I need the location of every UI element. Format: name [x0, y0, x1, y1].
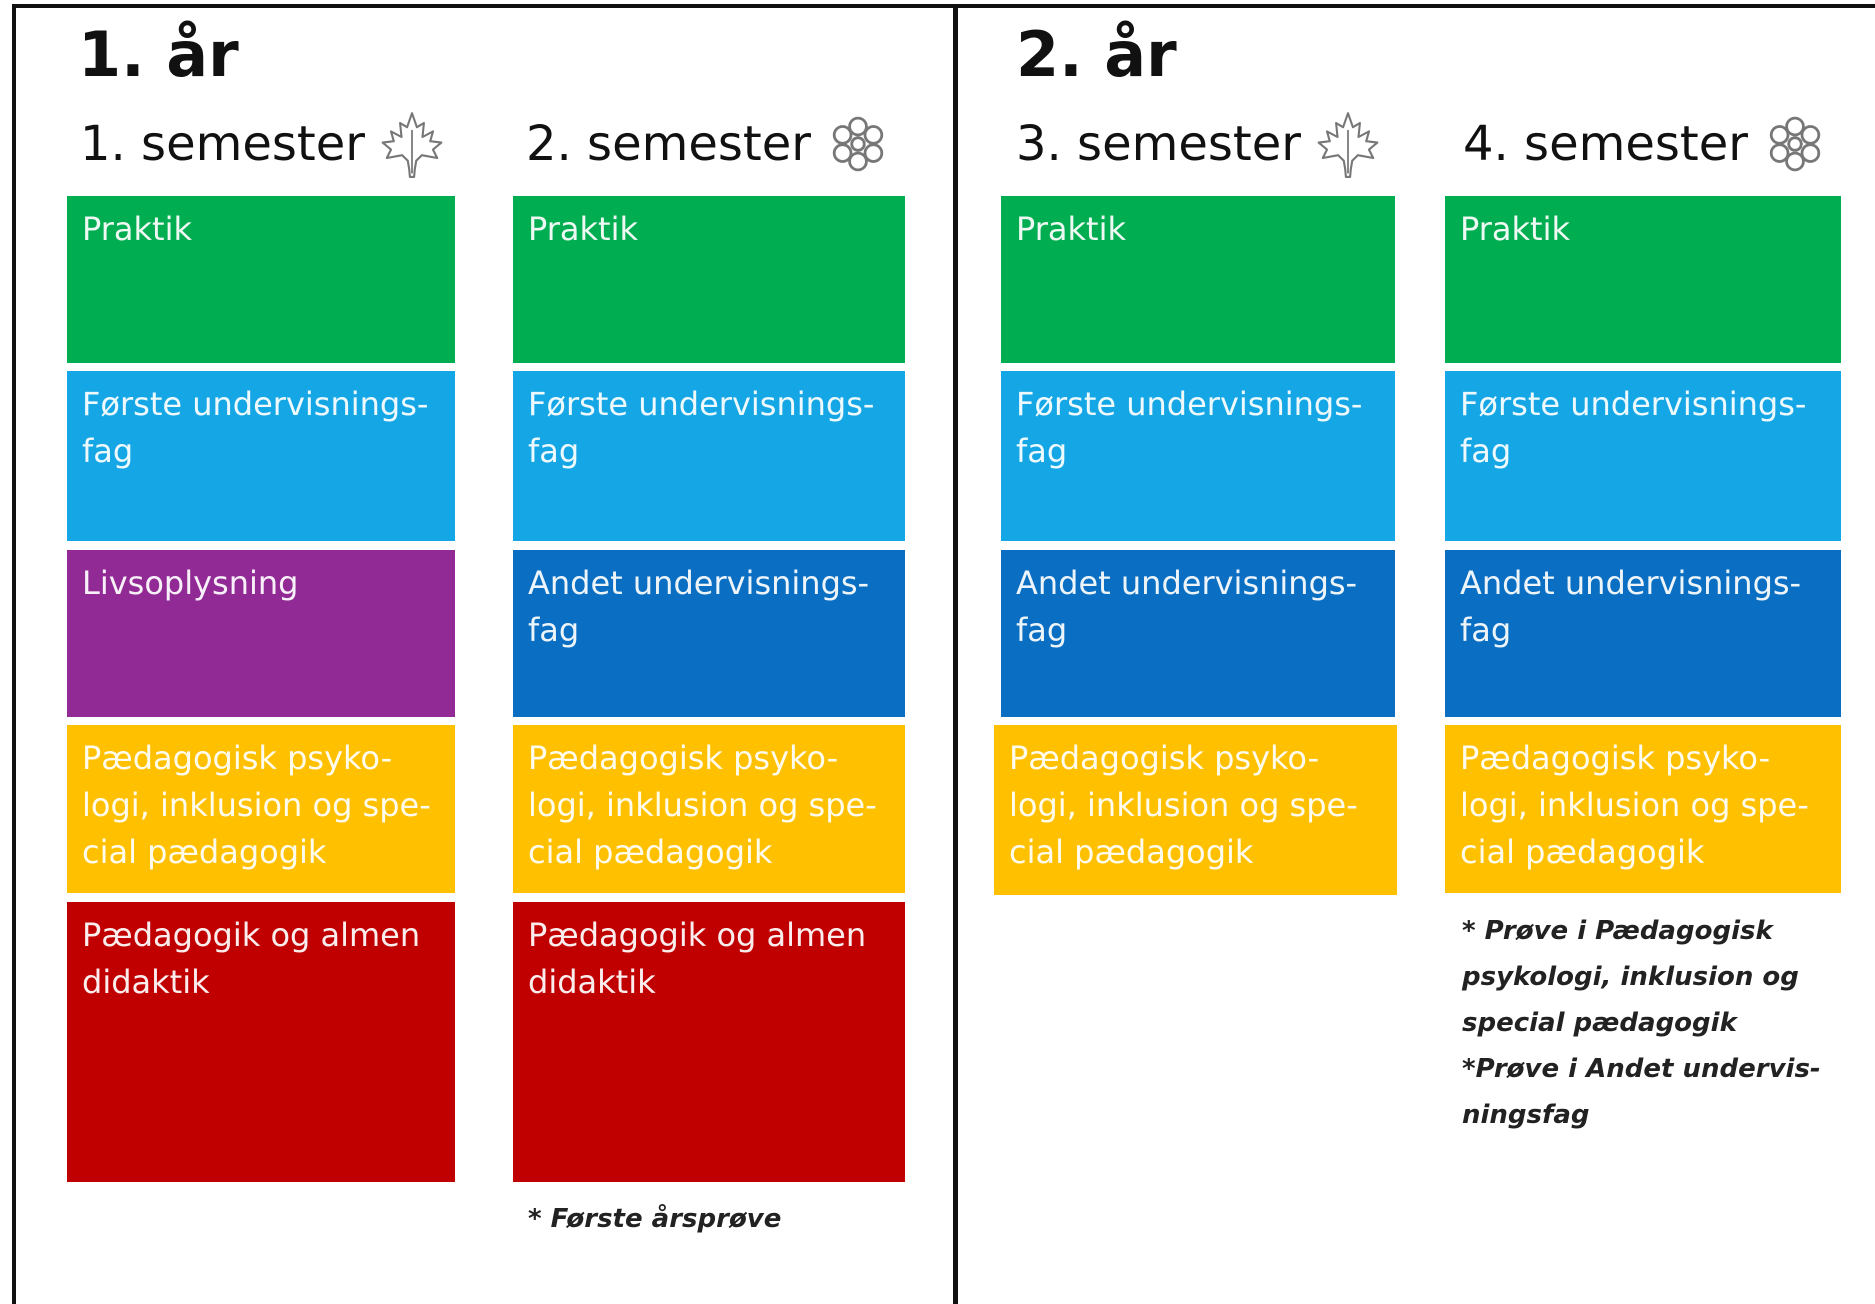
- year-1-title: 1. år: [78, 18, 239, 91]
- snowflake-icon: [1760, 109, 1830, 179]
- block-s1-paedagogisk-psykologi: Pædagogisk psyko- logi, inklusion og spe…: [67, 725, 455, 893]
- semester-4-title: 4. semester: [1463, 116, 1748, 172]
- block-s2-foerste-undervisningsfag: Første undervisnings- fag: [513, 371, 905, 541]
- year-2-title: 2. år: [1016, 18, 1177, 91]
- semester-2-header: 2. semester: [526, 112, 893, 176]
- snowflake-icon: [823, 109, 893, 179]
- semester-1-title: 1. semester: [80, 116, 365, 172]
- block-s4-praktik: Praktik: [1445, 196, 1841, 363]
- year-2-frame: [954, 4, 1875, 1304]
- block-s4-foerste-undervisningsfag: Første undervisnings- fag: [1445, 371, 1841, 541]
- semester-4-note: * Prøve i Pædagogisk psykologi, inklusio…: [1462, 916, 1821, 1130]
- block-s2-andet-undervisningsfag: Andet undervisnings- fag: [513, 550, 905, 717]
- block-s1-praktik: Praktik: [67, 196, 455, 363]
- block-s1-paedagogik-almen-didaktik: Pædagogik og almen didaktik: [67, 902, 455, 1182]
- block-s3-paedagogisk-psykologi: Pædagogisk psyko- logi, inklusion og spe…: [994, 725, 1397, 895]
- maple-leaf-icon: [377, 109, 447, 179]
- semester-4-header: 4. semester: [1463, 112, 1830, 176]
- block-s4-andet-undervisningsfag: Andet undervisnings- fag: [1445, 550, 1841, 717]
- semester-2-title: 2. semester: [526, 116, 811, 172]
- block-s3-praktik: Praktik: [1001, 196, 1395, 363]
- semester-2-note: * Første årsprøve: [528, 1204, 782, 1234]
- block-s2-paedagogik-almen-didaktik: Pædagogik og almen didaktik: [513, 902, 905, 1182]
- block-s4-paedagogisk-psykologi: Pædagogisk psyko- logi, inklusion og spe…: [1445, 725, 1841, 893]
- maple-leaf-icon: [1313, 109, 1383, 179]
- block-s1-foerste-undervisningsfag: Første undervisnings- fag: [67, 371, 455, 541]
- block-s3-foerste-undervisningsfag: Første undervisnings- fag: [1001, 371, 1395, 541]
- block-s3-andet-undervisningsfag: Andet undervisnings- fag: [1001, 550, 1395, 717]
- semester-3-title: 3. semester: [1016, 116, 1301, 172]
- block-s2-paedagogisk-psykologi: Pædagogisk psyko- logi, inklusion og spe…: [513, 725, 905, 893]
- block-s1-livsoplysning: Livsoplysning: [67, 550, 455, 717]
- semester-3-header: 3. semester: [1016, 109, 1383, 179]
- semester-1-header: 1. semester: [80, 109, 447, 179]
- block-s2-praktik: Praktik: [513, 196, 905, 363]
